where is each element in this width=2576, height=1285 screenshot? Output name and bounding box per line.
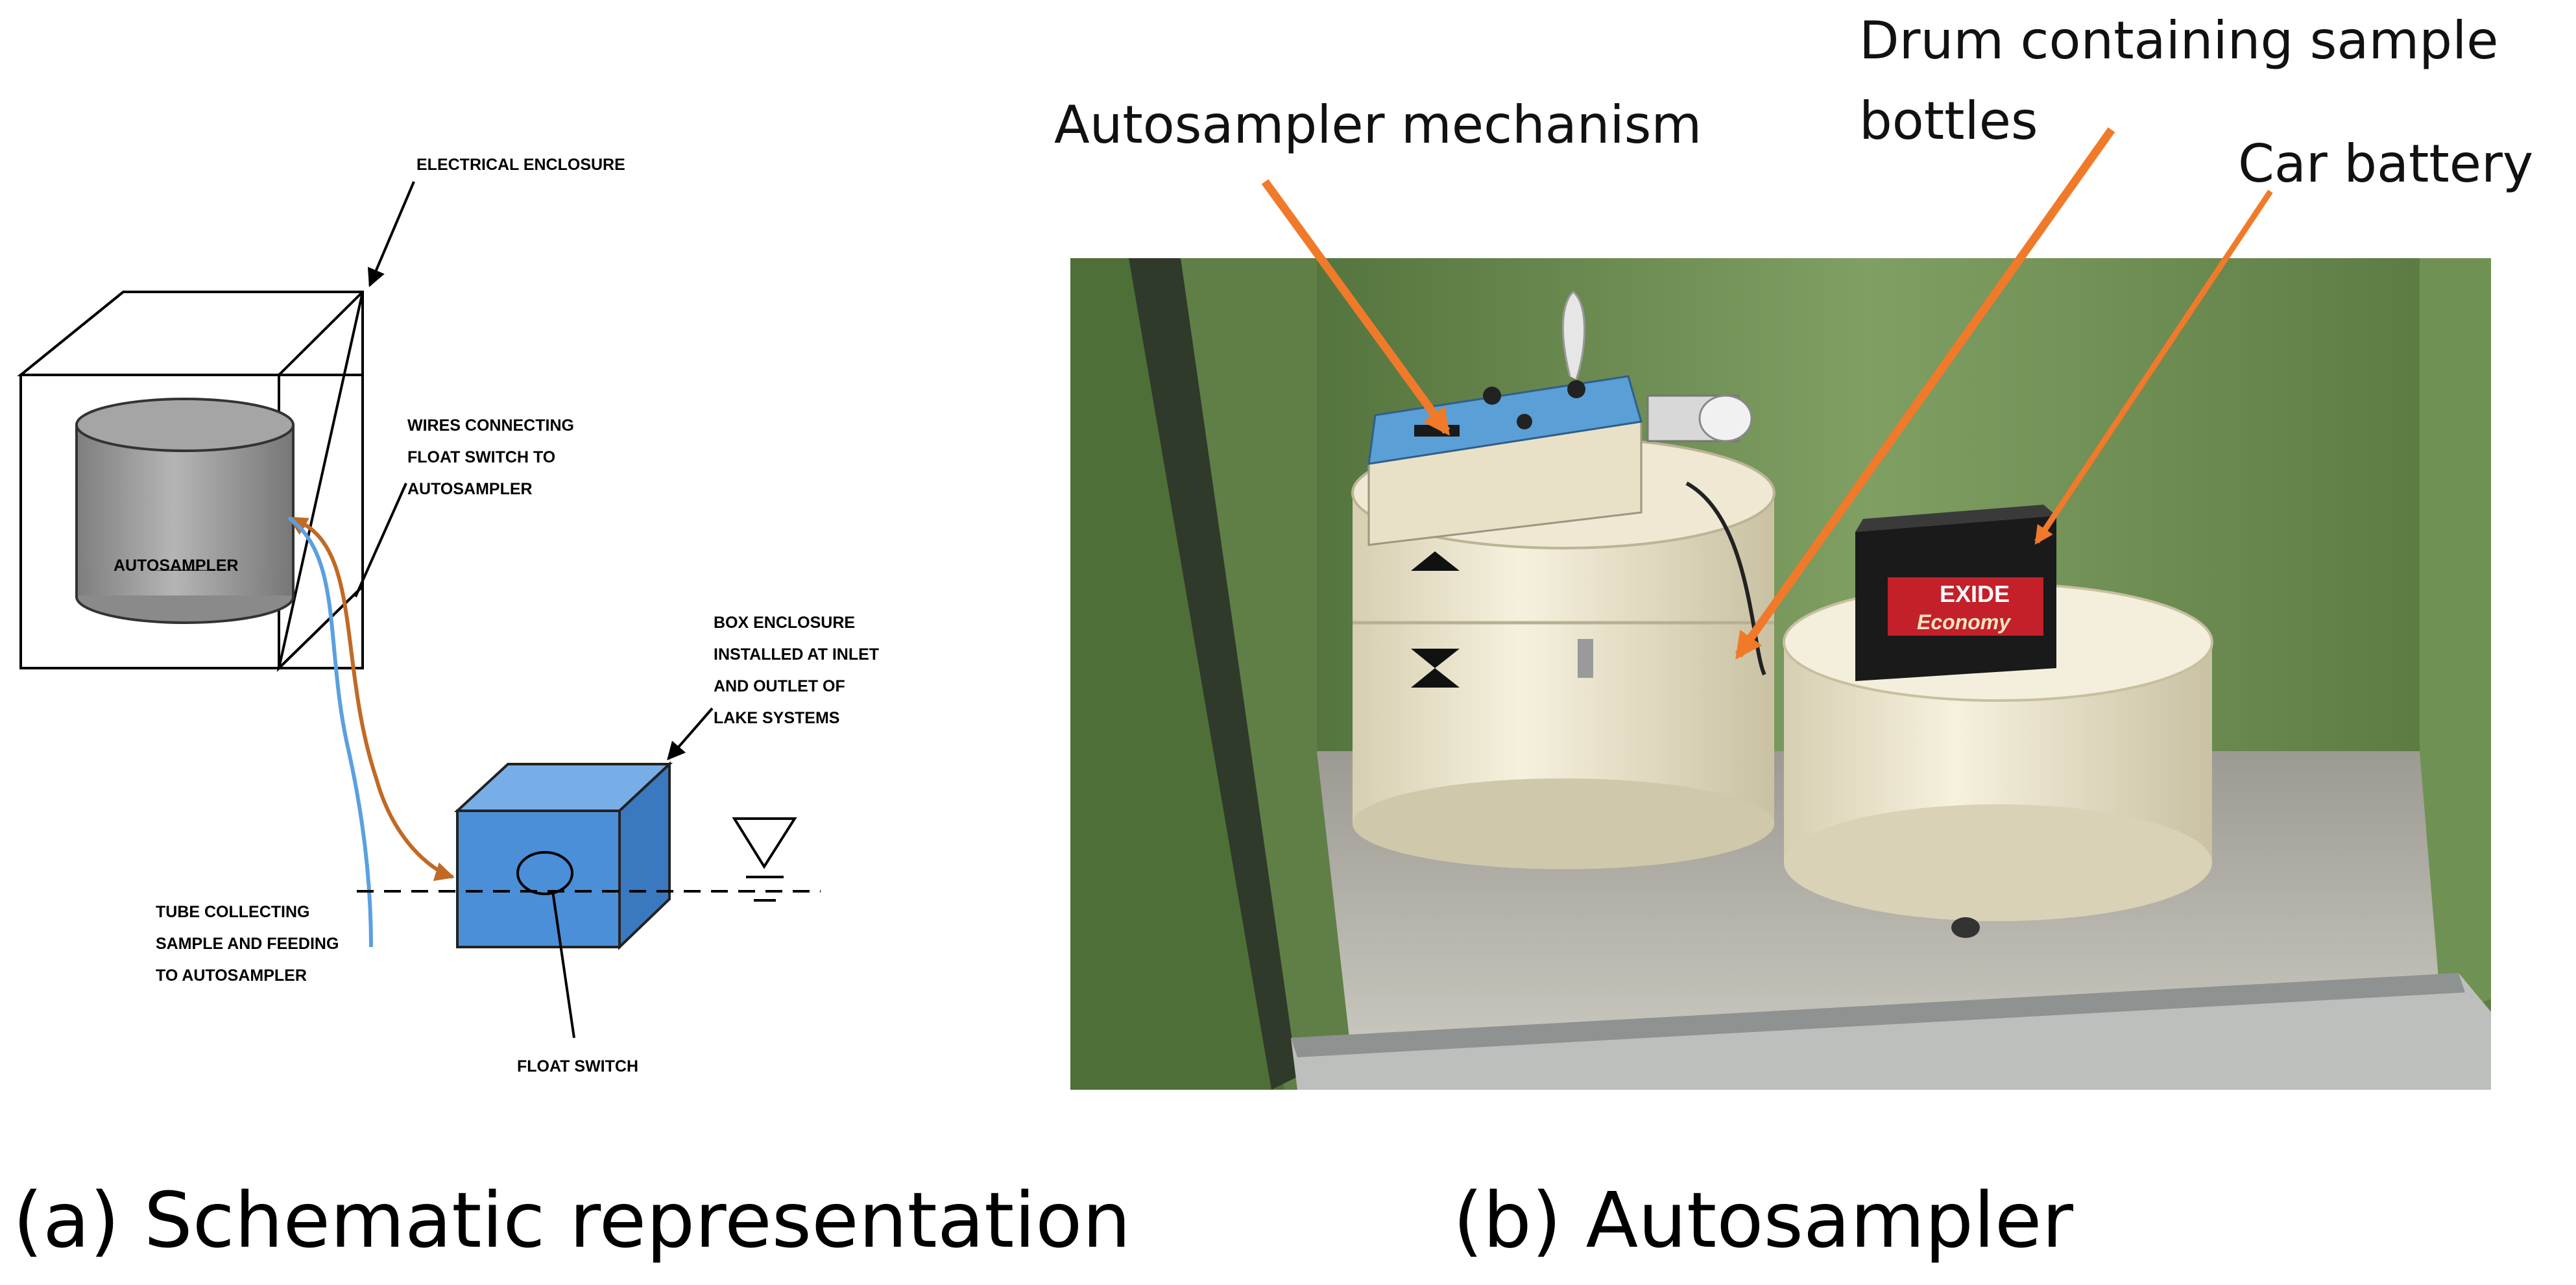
tube-label-line2: SAMPLE AND FEEDING	[156, 935, 339, 953]
sample-drum	[1351, 437, 1776, 869]
autosampler-photo: EXIDE Economy	[1070, 258, 2491, 1090]
electrical-enclosure-arrow	[367, 181, 415, 287]
float-switch-circle	[516, 851, 573, 895]
battery-label: Car battery	[2238, 134, 2533, 194]
autosampler-label: AUTOSAMPLER	[114, 557, 239, 575]
water-level-symbol	[732, 817, 797, 902]
electrical-enclosure-label: ELECTRICAL ENCLOSURE	[416, 156, 625, 174]
drum-label-line1: Drum containing sample	[1859, 10, 2499, 71]
box-label-line2: INSTALLED AT INLET	[714, 645, 879, 664]
car-battery: EXIDE Economy	[1855, 505, 2056, 681]
blue-tube	[287, 516, 373, 948]
drum-label-line2: bottles	[1859, 91, 2038, 151]
schematic-panel: AUTOSAMPLER ELECTRICAL ENCLOSURE WIRES C…	[17, 156, 879, 1075]
battery-brand: EXIDE	[1940, 581, 2010, 607]
battery-arrow	[2034, 189, 2273, 545]
drum-arrow	[1735, 127, 2115, 660]
cabinet-left-door	[1070, 258, 1284, 1090]
tube-label-line3: TO AUTOSAMPLER	[156, 967, 307, 985]
caption-a: (a) Schematic representation	[13, 1175, 1131, 1265]
autosampler-cylinder: AUTOSAMPLER	[75, 398, 295, 624]
orange-wire	[292, 517, 455, 882]
caption-b: (b) Autosampler	[1453, 1175, 2073, 1265]
box-label-line4: LAKE SYSTEMS	[714, 709, 839, 727]
autosampler-mechanism	[1367, 290, 1753, 546]
battery-model: Economy	[1917, 610, 2012, 634]
wires-label-line2: FLOAT SWITCH TO	[407, 448, 555, 466]
cabinet-right-door	[2420, 258, 2491, 1025]
mechanism-arrow	[1261, 179, 1451, 436]
float-switch-pointer	[551, 891, 575, 1039]
tube-label-line1: TUBE COLLECTING	[156, 903, 310, 921]
box-enclosure-arrow	[667, 707, 714, 761]
box-enclosure	[453, 761, 673, 950]
box-label-line1: BOX ENCLOSURE	[714, 614, 855, 632]
wires-pointer	[354, 483, 407, 597]
box-label-line3: AND OUTLET OF	[714, 677, 845, 695]
wires-label-line3: AUTOSAMPLER	[407, 480, 533, 498]
float-switch-label: FLOAT SWITCH	[517, 1057, 638, 1075]
wires-label-line1: WIRES CONNECTING	[407, 416, 574, 435]
mechanism-label: Autosampler mechanism	[1054, 95, 1702, 155]
